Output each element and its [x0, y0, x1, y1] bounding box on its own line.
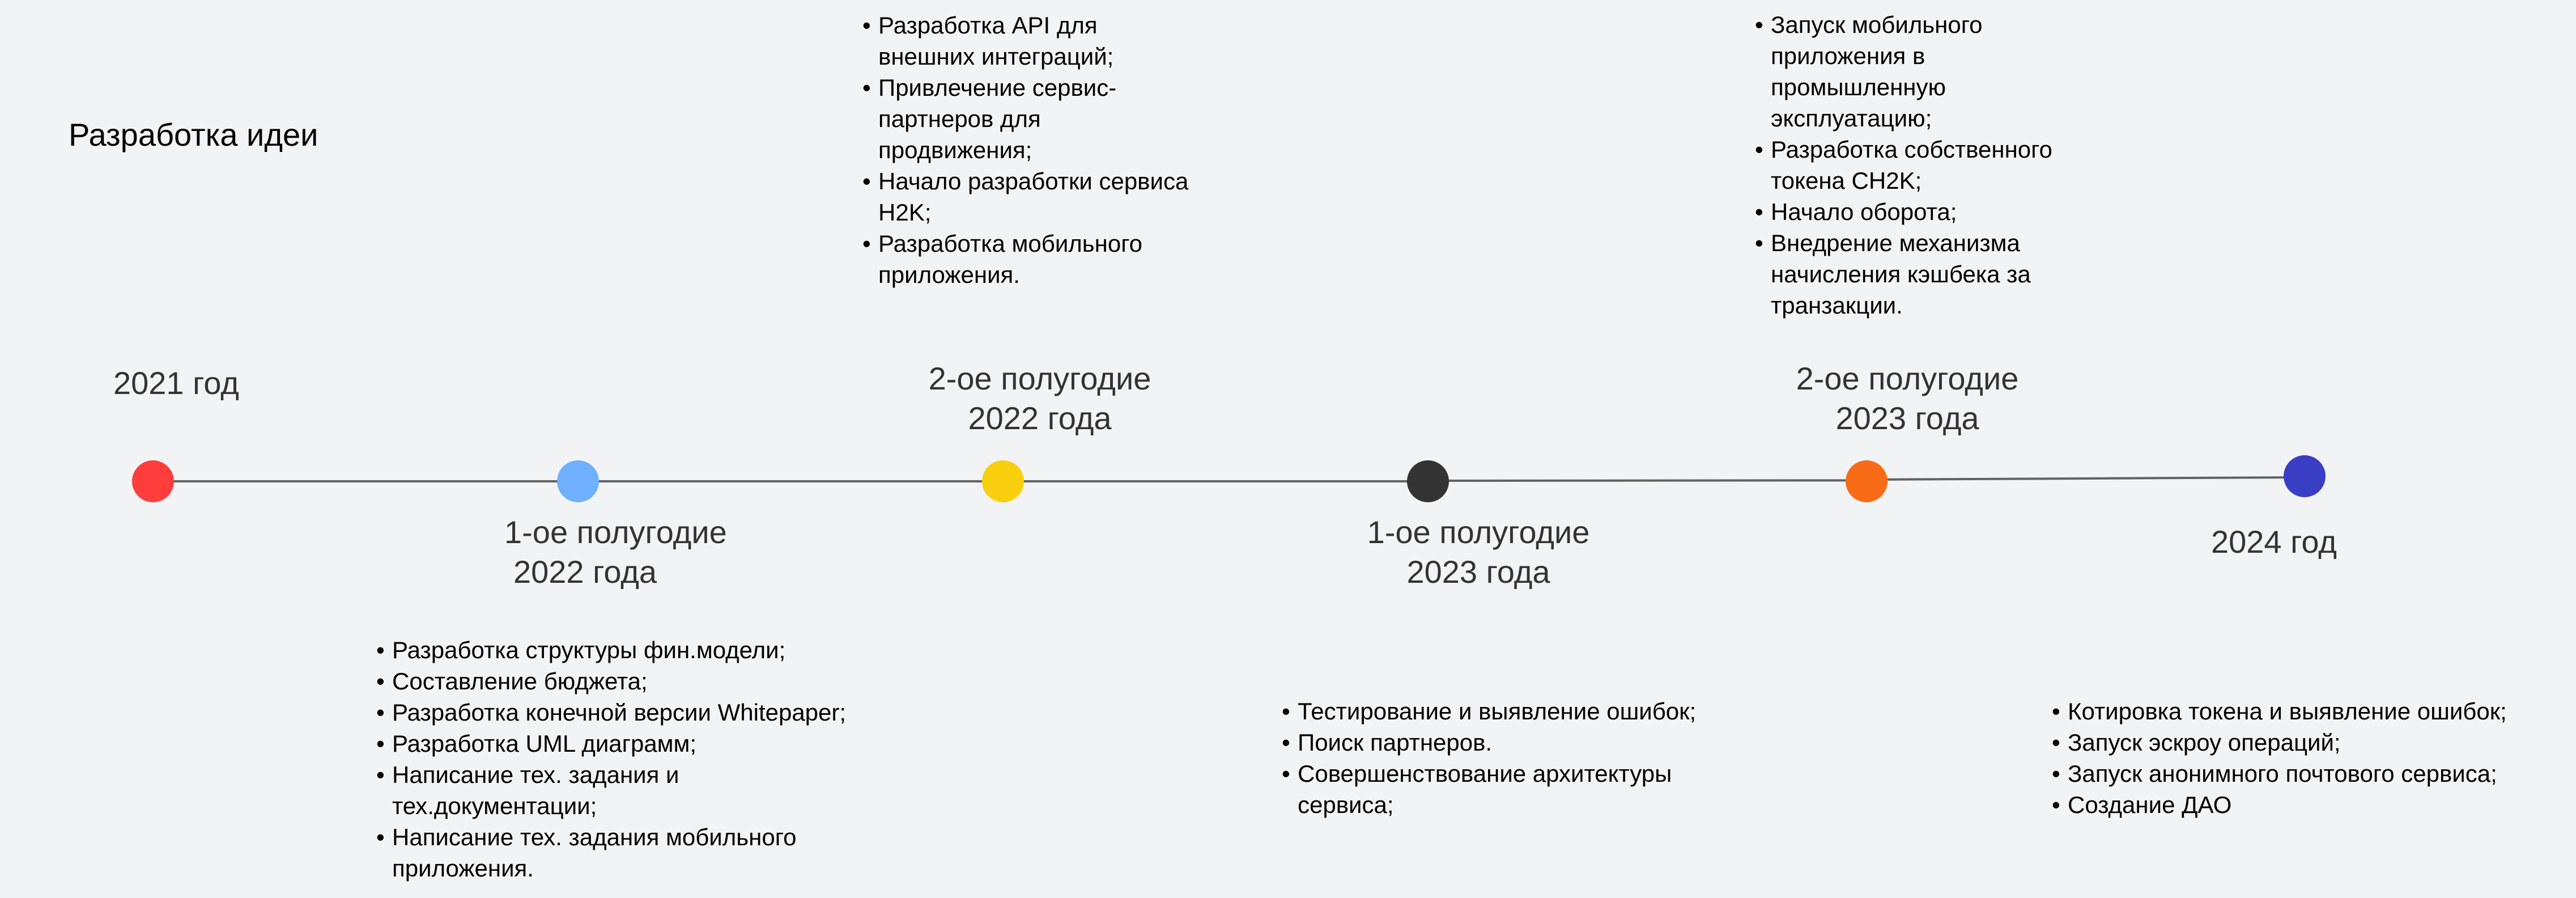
- timeline-line-segment: [1003, 480, 1428, 482]
- list-item: Начало разработки сервиса H2K;: [862, 166, 1219, 228]
- milestone-label-line: 2-ое полугодие: [928, 361, 1151, 396]
- milestone-items-2022-h1: Разработка структуры фин.модели; Составл…: [376, 634, 886, 884]
- milestone-dot-2023-h2: [1846, 460, 1888, 502]
- list-item: Разработка мобильного приложения.: [862, 228, 1196, 290]
- list-item: Разработка API для внешних интеграций;: [862, 10, 1150, 72]
- list-item: Тестирование и выявление ошибок;: [1282, 696, 1735, 727]
- milestone-dot-2021: [132, 460, 174, 502]
- timeline-line-segment: [1866, 476, 2305, 481]
- list-item: Разработка собственного токена CH2K;: [1755, 134, 2088, 196]
- milestone-dot-2022-h1: [557, 460, 599, 502]
- list-item: Котировка токена и выявление ошибок;: [2052, 696, 2573, 727]
- list-item: Написание тех. задания мобильного прилож…: [376, 821, 857, 884]
- list-item: Привлечение сервис-партнеров для продвиж…: [862, 72, 1173, 166]
- milestone-label-2024: 2024 год: [2211, 522, 2337, 562]
- list-item: Разработка UML диаграмм;: [376, 728, 886, 759]
- milestone-label-line: 2024 год: [2211, 524, 2337, 560]
- list-item: Запуск мобильного приложения в промышлен…: [1755, 9, 1997, 134]
- milestone-items-2022-h2: Разработка API для внешних интеграций; П…: [862, 10, 1219, 290]
- list-item: Начало оборота;: [1755, 196, 2084, 227]
- milestone-label-2022-h2: 2-ое полугодие 2022 года: [929, 359, 1151, 438]
- list-item: Создание ДАО: [2052, 789, 2573, 820]
- list-item: Внедрение механизма начисления кэшбека з…: [1755, 227, 2071, 321]
- list-item: Поиск партнеров.: [1282, 727, 1735, 758]
- list-item: Разработка конечной версии Whitepaper;: [376, 697, 886, 728]
- milestone-dot-2024: [2284, 455, 2326, 497]
- milestone-label-line: 2023 года: [1835, 400, 1979, 436]
- timeline-line-segment: [578, 480, 1003, 482]
- list-item: Запуск анонимного почтового сервиса;: [2052, 758, 2573, 789]
- milestone-label-2023-h2: 2-ое полугодие 2023 года: [1796, 359, 2019, 438]
- timeline-title: Разработка идеи: [69, 117, 318, 153]
- milestone-label-line: 1-ое полугодие: [1367, 514, 1590, 550]
- timeline-line-segment: [153, 480, 578, 482]
- milestone-label-2023-h1: 1-ое полугодие 2023 года: [1367, 512, 1590, 592]
- milestone-items-2023-h1: Тестирование и выявление ошибок; Поиск п…: [1282, 696, 1735, 820]
- milestone-label-line: 2023 года: [1406, 554, 1550, 590]
- timeline-line-segment: [1427, 479, 1867, 482]
- milestone-items-2023-h2: Запуск мобильного приложения в промышлен…: [1755, 9, 2084, 321]
- milestone-dot-2022-h2: [982, 460, 1024, 502]
- list-item: Составление бюджета;: [376, 666, 886, 697]
- milestone-label-2021: 2021 год: [113, 363, 239, 403]
- list-item: Разработка структуры фин.модели;: [376, 634, 886, 666]
- list-item: Запуск эскроу операций;: [2052, 727, 2573, 758]
- milestone-label-line: 2-ое полугодие: [1796, 361, 2019, 396]
- milestone-label-line: 2022 года: [513, 554, 657, 590]
- milestone-label-line: 1-ое полугодие: [504, 514, 727, 550]
- milestone-items-2024: Котировка токена и выявление ошибок; Зап…: [2052, 696, 2573, 820]
- milestone-label-line: 2021 год: [113, 365, 239, 401]
- milestone-label-2022-h1: 1-ое полугодие 2022 года: [504, 512, 727, 592]
- milestone-label-line: 2022 года: [968, 400, 1112, 436]
- list-item: Написание тех. задания и тех.документаци…: [376, 759, 709, 821]
- milestone-dot-2023-h1: [1407, 460, 1449, 502]
- list-item: Совершенствование архитектуры сервиса;: [1282, 758, 1728, 820]
